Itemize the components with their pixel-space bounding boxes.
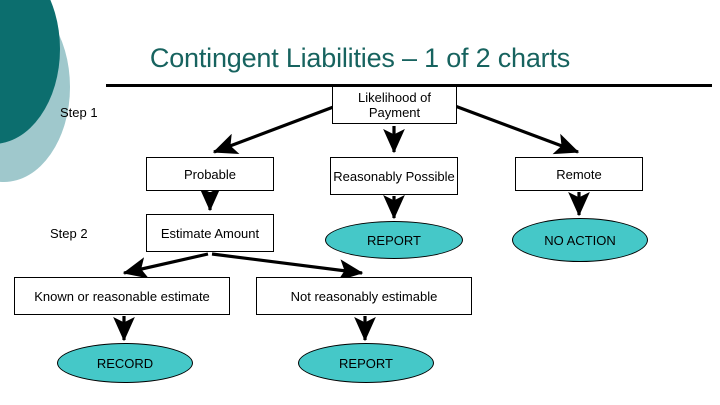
node-reasonably-possible[interactable]: Reasonably Possible bbox=[330, 157, 458, 195]
title-divider-rule bbox=[106, 84, 712, 87]
node-record[interactable]: RECORD bbox=[57, 343, 193, 383]
slide-title: Contingent Liabilities – 1 of 2 charts bbox=[149, 43, 571, 73]
node-report-middle[interactable]: REPORT bbox=[325, 221, 463, 259]
node-no-action[interactable]: NO ACTION bbox=[512, 218, 648, 262]
connector-estimate-known bbox=[122, 252, 209, 279]
step-label-1: Step 1 bbox=[60, 105, 98, 120]
node-known-or-reasonable-estimate[interactable]: Known or reasonable estimate bbox=[14, 277, 230, 315]
node-likelihood-of-payment[interactable]: Likelihood of Payment bbox=[332, 86, 457, 124]
node-report-bottom[interactable]: REPORT bbox=[298, 343, 434, 383]
connector-likelihood-probable bbox=[212, 104, 337, 155]
connector-estimate-notreasonably bbox=[211, 252, 364, 281]
node-probable[interactable]: Probable bbox=[146, 157, 274, 191]
node-remote[interactable]: Remote bbox=[515, 157, 643, 191]
node-not-reasonably-estimable[interactable]: Not reasonably estimable bbox=[256, 277, 472, 315]
node-estimate-amount[interactable]: Estimate Amount bbox=[146, 214, 274, 252]
step-label-2: Step 2 bbox=[50, 226, 88, 241]
connector-likelihood-remote bbox=[454, 104, 580, 155]
